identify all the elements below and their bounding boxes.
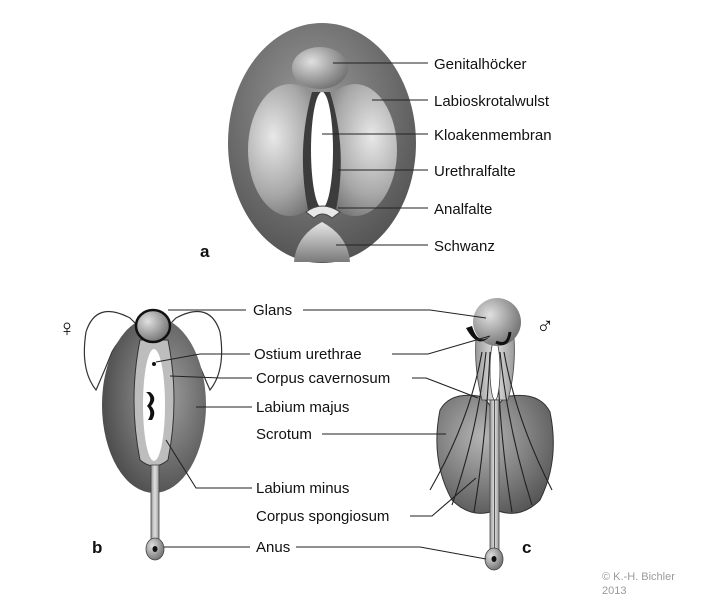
label-genitalhoecker: Genitalhöcker [434,56,527,73]
ostium-urethrae-female [152,362,156,366]
anus-female-opening [152,546,158,552]
perineal-raphe-female [150,464,160,546]
prepuce-right [495,331,512,346]
anus-male-opening [491,556,497,562]
female-symbol: ♀ [58,315,76,342]
label-urethralfalte: Urethralfalte [434,163,516,180]
panel-c-drawing [429,298,554,571]
panel-c-letter: c [522,538,531,557]
curve-left-mid [473,351,491,513]
label-corpus-spongiosum: Corpus spongiosum [256,508,389,525]
label-analfalte: Analfalte [434,201,492,218]
panel-bc-leaders [155,309,491,560]
leader-cavernosum-right [412,377,479,399]
panel-bc-labels: Glans Ostium urethrae Corpus cavernosum … [253,302,390,556]
label-corpus-cavernosum: Corpus cavernosum [256,370,390,387]
copyright-line1: © K.-H. Bichler [602,571,675,583]
label-labioskrotalwulst: Labioskrotalwulst [434,93,550,110]
leader-glans-right [303,309,487,319]
copyright-line2: 2013 [602,585,626,597]
leader-cavernosum-left [169,375,252,379]
label-kloakenmembran: Kloakenmembran [434,127,552,144]
leader-ostium-left [155,353,250,363]
leader-spongiosum [410,477,477,517]
glans-clitoris [134,308,172,344]
label-labium-majus: Labium majus [256,399,349,416]
anal-fold [305,205,341,219]
cloacal-membrane [311,92,333,208]
label-glans: Glans [253,302,292,319]
panel-a-labels: Genitalhöcker Labioskrotalwulst Kloakenm… [434,56,552,255]
vestibule [143,349,165,461]
panel-b-drawing [83,308,223,561]
label-schwanz: Schwanz [434,238,495,255]
leader-anus-right [296,546,487,560]
vaginal-opening [146,392,155,420]
label-scrotum: Scrotum [256,426,312,443]
panel-a-letter: a [200,242,210,261]
prepuce-left [466,326,490,342]
label-anus: Anus [256,539,290,556]
curve-right-outer [503,351,553,491]
label-ostium-urethrae: Ostium urethrae [254,346,362,363]
curve-left-inner [451,351,487,506]
tail [294,222,350,262]
panel-a-leaders [322,62,428,246]
curve-left-outer [429,351,483,491]
panel-a-drawing [228,23,416,263]
panel-b-letter: b [92,538,102,557]
male-symbol: ♂ [536,313,554,340]
curve-right-inner [499,351,533,506]
genital-tubercle [292,47,348,89]
urethral-groove [489,339,501,401]
leader-ostium-right [392,335,491,355]
label-labium-minus: Labium minus [256,480,349,497]
leader-labium-minus [165,439,252,489]
